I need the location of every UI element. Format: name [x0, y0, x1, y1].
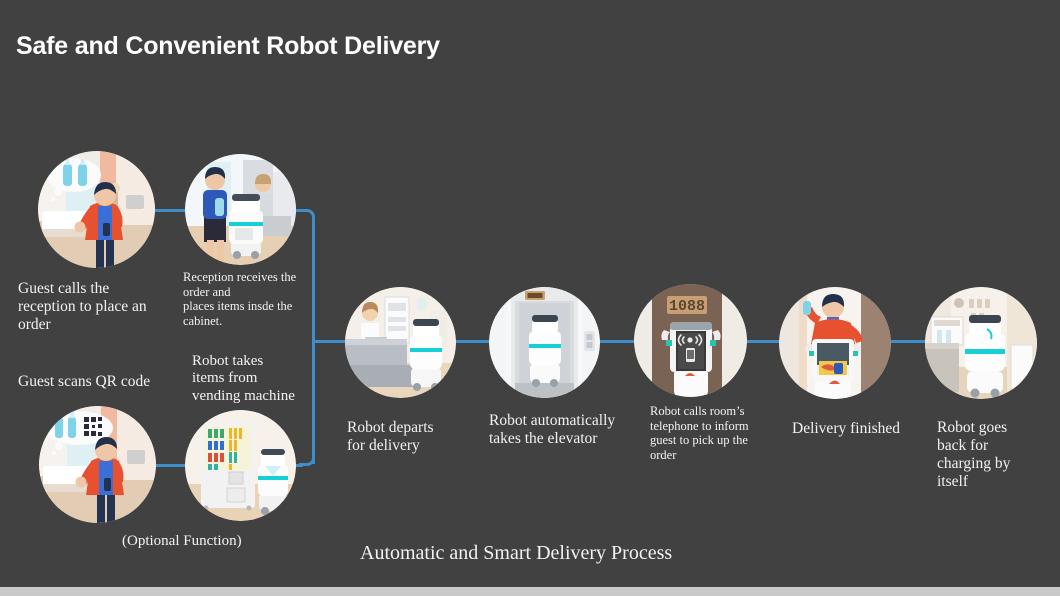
process-label: Automatic and Smart Delivery Process [360, 542, 673, 564]
connector-line [312, 340, 360, 343]
step-image-robot-takes-items [185, 410, 296, 521]
room-number-text: 1088 [669, 298, 705, 315]
connector-line [730, 340, 790, 343]
step-caption-guest-calls-reception: Guest calls the reception to place an or… [18, 280, 147, 333]
step-caption-delivery-finished: Delivery finished [792, 420, 901, 437]
connector-line [150, 464, 192, 467]
step-caption-robot-elevator: Robot automatically takes the elevator [489, 412, 616, 447]
connector-line [874, 340, 934, 343]
step-image-reception-receives-order [185, 154, 296, 265]
step-caption-robot-charging: Robot goes back for charging by itself [937, 419, 1011, 490]
connector-line [312, 340, 315, 464]
connector-corner [299, 450, 315, 466]
step-image-robot-departs [345, 287, 456, 398]
step-image-robot-charging [925, 287, 1037, 399]
step-image-delivery-finished [779, 287, 891, 399]
connector-line [312, 223, 315, 343]
connector-line [584, 340, 646, 343]
step-image-robot-elevator [489, 287, 600, 398]
step-caption-robot-departs: Robot departs for delivery [347, 419, 434, 454]
step-caption-reception-receives-order: Reception receives the order and places … [183, 270, 297, 328]
step-image-guest-calls-reception [38, 151, 155, 268]
connector-line [440, 340, 502, 343]
bottom-bar [0, 587, 1060, 596]
page-title: Safe and Convenient Robot Delivery [16, 32, 440, 60]
step-caption-robot-takes-items: Robot takes items from vending machine [192, 353, 295, 404]
step-image-guest-scans-qr [39, 406, 156, 523]
step-caption-robot-calls-room: Robot calls room’s telephone to inform g… [650, 404, 749, 462]
step-caption-guest-scans-qr: Guest scans QR code [18, 373, 151, 390]
connector-line [148, 209, 190, 212]
optional-function-label: (Optional Function) [122, 533, 242, 549]
step-image-robot-calls-room: 1088 [634, 284, 747, 397]
connector-corner [299, 209, 315, 225]
